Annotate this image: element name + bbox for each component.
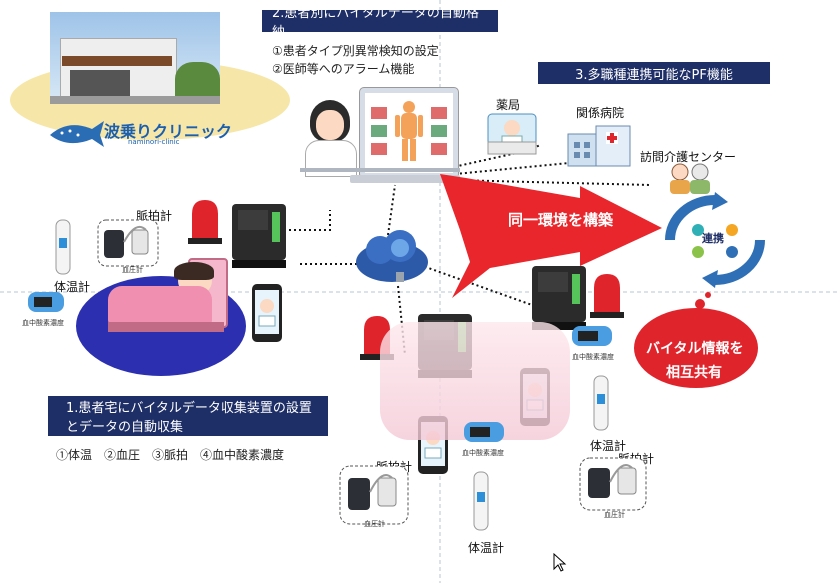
- body-chart-icon: [371, 101, 447, 161]
- shared-environment-arrow: [440, 174, 662, 298]
- keyboard: [350, 175, 460, 183]
- hospital-label: 関係病院: [576, 106, 625, 120]
- clinic-name: 波乗りクリニック: [104, 122, 233, 141]
- bp-monitor-icon: [339, 465, 409, 525]
- bottom-bp-label: 血圧計: [364, 520, 385, 528]
- oximeter-icon: [572, 326, 612, 346]
- alarm-light-icon: [188, 200, 222, 244]
- bubble-line1: バイタル情報を: [646, 341, 744, 357]
- section1-title: 1.患者宅にバイタルデータ収集装置の設置 とデータの自動収集: [48, 396, 328, 436]
- gateway-device-icon: [232, 204, 286, 268]
- section2-item1: ①患者タイプ別異常検知の設定: [272, 44, 439, 58]
- thermometer-icon: [473, 471, 489, 531]
- bp-monitor-icon: [579, 457, 647, 511]
- right-oximeter-label: 血中酸素濃度: [572, 353, 614, 361]
- left-oximeter-label: 血中酸素濃度: [22, 319, 64, 327]
- clinic-subname: naminori-clinic: [128, 138, 180, 146]
- right-thermometer-label: 体温計: [590, 439, 627, 453]
- pharmacy-icon: [487, 113, 537, 155]
- oximeter-icon: [28, 292, 64, 312]
- left-thermometer-label: 体温計: [54, 280, 91, 294]
- left-bp-label: 血圧計: [122, 266, 143, 274]
- bp-monitor-icon: [97, 219, 159, 267]
- section1-title-line2: とデータの自動収集: [66, 420, 184, 435]
- cloud-icon: [356, 230, 428, 282]
- left-pulse-label: 脈拍計: [136, 209, 173, 223]
- whale-shark-logo-icon: [50, 121, 104, 147]
- hospital-icon: [567, 125, 631, 167]
- cycle-label: 連携: [702, 232, 724, 245]
- care-staff-icon: [670, 163, 710, 194]
- bottom-oximeter-label: 血中酸素濃度: [462, 449, 504, 457]
- care-facility-scene: [380, 322, 570, 440]
- section1-items: ①体温 ②血圧 ③脈拍 ④血中酸素濃度: [56, 448, 285, 462]
- sharing-bubble: [634, 292, 758, 388]
- care-center-label: 訪問介護センター: [640, 150, 737, 164]
- arrow-label: 同一環境を構築: [508, 211, 614, 229]
- smartphone-icon: [252, 284, 282, 342]
- cycle-diagram: [665, 192, 765, 288]
- clinic-photo: [50, 12, 220, 104]
- section1-title-line1: 1.患者宅にバイタルデータ収集装置の設置: [66, 401, 312, 416]
- section3-title: 3.多職種連携可能なPF機能: [538, 62, 770, 84]
- patient-in-bed: [108, 248, 228, 334]
- thermometer-icon: [55, 219, 71, 275]
- gateway-device-icon: [532, 266, 586, 330]
- alarm-light-icon: [590, 274, 624, 318]
- doctor-figure: [300, 100, 360, 177]
- thermometer-icon: [593, 375, 609, 431]
- section2-title: 2.患者別にバイタルデータの自動格納: [262, 6, 498, 40]
- right-bp-label: 血圧計: [604, 511, 625, 519]
- mouse-cursor-icon: [553, 553, 567, 572]
- desk: [300, 168, 460, 172]
- oximeter-icon: [464, 422, 504, 442]
- pharmacy-label: 薬局: [496, 98, 521, 112]
- bottom-thermometer-label: 体温計: [468, 541, 505, 555]
- section2-item2: ②医師等へのアラーム機能: [272, 62, 415, 76]
- bubble-line2: 相互共有: [666, 365, 722, 381]
